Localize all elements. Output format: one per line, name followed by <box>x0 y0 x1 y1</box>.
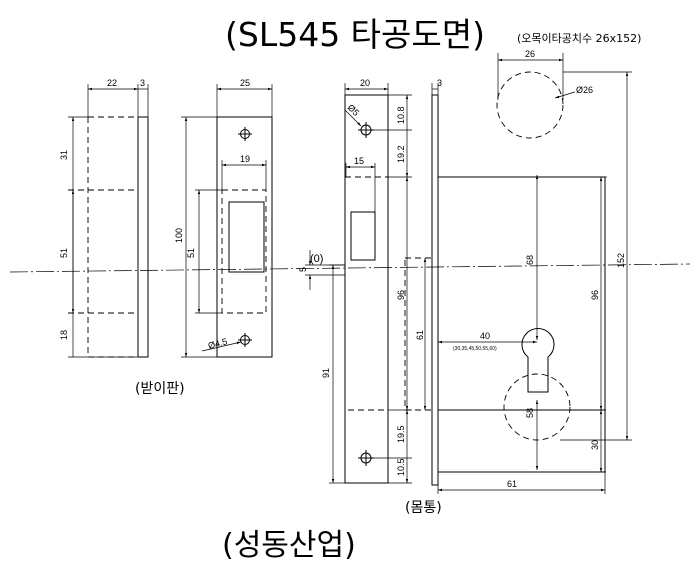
lock-body-view: 20 3 Ø5 15 10.8 19.2 96 61 19.5 10.5 5 <box>298 49 632 516</box>
dim-15: 15 <box>354 156 364 166</box>
dim-51: 51 <box>59 248 69 258</box>
strike-plate-caption: (받이판) <box>135 381 185 397</box>
dim-19-5: 19.5 <box>396 425 406 443</box>
dim-51-inner: 51 <box>186 248 196 258</box>
dim-hole-5: Ø5 <box>346 102 362 118</box>
dim-100: 100 <box>174 228 184 243</box>
dim-10-8: 10.8 <box>396 106 406 124</box>
dim-19: 19 <box>240 154 250 164</box>
dim-18: 18 <box>59 330 69 340</box>
center-line <box>9 263 691 273</box>
dim-3-body: 3 <box>437 78 442 88</box>
dim-40: 40 <box>480 331 490 341</box>
lock-body-caption: (몸통) <box>405 500 442 516</box>
dim-19-2: 19.2 <box>396 145 406 163</box>
dim-22: 22 <box>107 78 117 88</box>
dim-5: 5 <box>298 267 308 272</box>
dim-152: 152 <box>616 253 626 268</box>
dim-68: 68 <box>525 255 535 265</box>
backset-options: (30,35,45,50,55,60) <box>453 346 497 352</box>
strike-plate-front-view: 25 19 100 51 Ø4.5 (받이판) <box>135 78 273 397</box>
dim-58: 58 <box>525 408 535 418</box>
dim-hole-26: Ø26 <box>576 85 593 95</box>
company-name: (성동산업) <box>222 528 356 563</box>
dim-91: 91 <box>321 368 331 378</box>
dim-96-right: 96 <box>590 290 600 300</box>
dim-31: 31 <box>59 150 69 160</box>
dim-30: 30 <box>590 440 600 450</box>
cylinder-keyhole <box>521 328 555 393</box>
dim-3: 3 <box>140 78 145 88</box>
dim-61-bottom: 61 <box>507 479 517 489</box>
dim-96: 96 <box>396 290 406 300</box>
dim-26: 26 <box>525 49 535 59</box>
dim-20: 20 <box>360 78 370 88</box>
dim-hole-4-5: Ø4.5 <box>207 336 228 351</box>
dim-10-5: 10.5 <box>396 458 406 476</box>
strike-plate-side-view: 22 3 31 51 18 <box>59 78 149 358</box>
dim-61: 61 <box>415 330 425 340</box>
origin-label: (0) <box>310 253 323 265</box>
page-title: (SL545 타공도면) <box>225 15 485 54</box>
page-subtitle: (오목이타공치수 26x152) <box>517 32 641 45</box>
dim-25: 25 <box>240 78 250 88</box>
